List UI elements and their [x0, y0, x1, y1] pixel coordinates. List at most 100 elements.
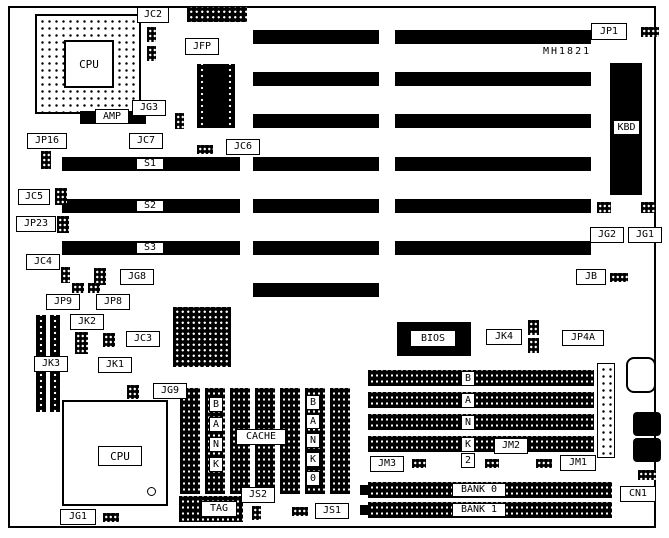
- jumper-label-jc7: JC7: [129, 133, 163, 149]
- slot-label-s3: S3: [136, 242, 164, 254]
- jc7-jumper-icon: [175, 113, 184, 129]
- cn1-connector-icon: [638, 470, 656, 480]
- cache-bank0-letter: K: [306, 452, 320, 467]
- jk4-jumper-icon: [528, 320, 539, 335]
- jp16-jumper-icon: [41, 151, 51, 169]
- jumper-label-jc5: JC5: [18, 189, 50, 205]
- bios-label: BIOS: [410, 330, 456, 347]
- jg9-jumper-icon: [127, 385, 139, 399]
- kbd-label: KBD: [613, 120, 640, 135]
- jumper-label-jfp: JFP: [185, 38, 219, 55]
- expansion-slot: [253, 114, 379, 128]
- bank1-label: BANK 1: [452, 503, 506, 517]
- jp1-jumper-icon: [641, 27, 659, 37]
- jumper-label-jp4a: JP4A: [562, 330, 604, 346]
- mem-bank-letter: A: [461, 393, 475, 408]
- cache-chip: [280, 388, 300, 494]
- model-number: MH1821: [543, 46, 592, 57]
- jumper-label-jm2: JM2: [494, 438, 528, 454]
- jfp-header: [187, 7, 247, 22]
- mem-bank-letter: B: [461, 371, 475, 386]
- jumper-label-jm1: JM1: [560, 455, 596, 471]
- jumper-label-jg3: JG3: [132, 100, 166, 116]
- jg1-bottom-jumper-icon: [103, 513, 119, 522]
- chipset-chip: [173, 307, 231, 367]
- expansion-slot: [253, 72, 379, 86]
- js2-jumper-icon: [252, 506, 261, 520]
- expansion-slot: [395, 199, 591, 213]
- expansion-slot: [395, 72, 591, 86]
- expansion-slot: [395, 241, 591, 255]
- jk2-jk1-jumper-icon: [75, 332, 88, 354]
- jumper-label-jm3: JM3: [370, 456, 404, 472]
- js1-jumper-icon: [292, 507, 308, 516]
- jumper-label-jc3: JC3: [126, 331, 160, 347]
- jm2-jumper-icon: [485, 459, 499, 468]
- cpu-socket: [35, 14, 141, 114]
- mem-bank-letter: N: [461, 415, 475, 430]
- mem-bank-letter: 2: [461, 453, 475, 468]
- slot-label-s2: S2: [136, 200, 164, 212]
- din-connector: [633, 412, 661, 436]
- cpu-bottom-label: CPU: [98, 446, 142, 466]
- jc6-jumper-icon: [197, 145, 213, 154]
- jc5-jumper-icon: [55, 188, 67, 205]
- jumper-label-jp1: JP1: [591, 23, 627, 40]
- cache-bank-letter: B: [209, 397, 223, 412]
- cache-bank0-letter: 0: [306, 471, 320, 486]
- jumper-label-jc4: JC4: [26, 254, 60, 270]
- cache-chip: [180, 388, 200, 494]
- cache-bank0-letter: A: [306, 414, 320, 429]
- mem-bank-letter: K: [461, 437, 475, 452]
- expansion-slot: [253, 283, 379, 297]
- jc2-jumper-icon: [147, 46, 156, 61]
- expansion-slot: [395, 157, 591, 171]
- jumper-label-jg8: JG8: [120, 269, 154, 285]
- jumper-label-jp9: JP9: [46, 294, 80, 310]
- slot-label-s1: S1: [136, 158, 164, 170]
- jm3-jumper-icon: [412, 459, 426, 468]
- jumper-label-jc6: JC6: [226, 139, 260, 155]
- jumper-label-jg1-bottom: JG1: [60, 509, 96, 525]
- expansion-slot: [395, 114, 591, 128]
- bank0-label: BANK 0: [452, 483, 506, 497]
- jumper-label-js2: JS2: [241, 487, 275, 503]
- cache-chip: [330, 388, 350, 494]
- jumper-label-jk2: JK2: [70, 314, 104, 330]
- tag-label: TAG: [201, 501, 237, 517]
- expansion-slot: [253, 199, 379, 213]
- jg1-jumper-icon: [641, 202, 655, 213]
- expansion-slot: [253, 157, 379, 171]
- jb-jumper-icon: [610, 273, 628, 282]
- simm-socket: [368, 370, 594, 386]
- cache-label: CACHE: [236, 429, 286, 445]
- jumper-label-jg1-top: JG1: [628, 227, 662, 243]
- cache-bank-letter: A: [209, 417, 223, 432]
- jumper-label-js1: JS1: [315, 503, 349, 519]
- jm1-jumper-icon: [536, 459, 552, 468]
- expansion-slot: [253, 30, 379, 44]
- cache-bank-letter: K: [209, 457, 223, 472]
- jumper-label-jk4: JK4: [486, 329, 522, 345]
- jp9-jp8-jumper-icon: [72, 283, 84, 293]
- cache-bank-letter: N: [209, 437, 223, 452]
- board-outline: [8, 6, 656, 528]
- expansion-slot: [395, 30, 591, 44]
- jumper-label-jk1: JK1: [98, 357, 132, 373]
- cpu-top-chip: CPU: [64, 40, 114, 88]
- amp-label: AMP: [95, 109, 129, 124]
- cpu-top-label: CPU: [79, 57, 99, 71]
- simm-socket: [368, 414, 594, 430]
- jk4-jumper-icon: [528, 338, 539, 353]
- jp9-jp8-jumper-icon: [88, 283, 100, 293]
- jumper-label-jp8: JP8: [96, 294, 130, 310]
- jc2-jumper-icon: [147, 27, 156, 42]
- jumper-label-jp16: JP16: [27, 133, 67, 149]
- connector-label-cn1: CN1: [620, 486, 656, 502]
- jc3-jumper-icon: [103, 333, 115, 347]
- jg2-jumper-icon: [597, 202, 611, 213]
- jumper-label-jp23: JP23: [16, 216, 56, 232]
- cache-bank0-letter: N: [306, 433, 320, 448]
- simm-socket: [368, 392, 594, 408]
